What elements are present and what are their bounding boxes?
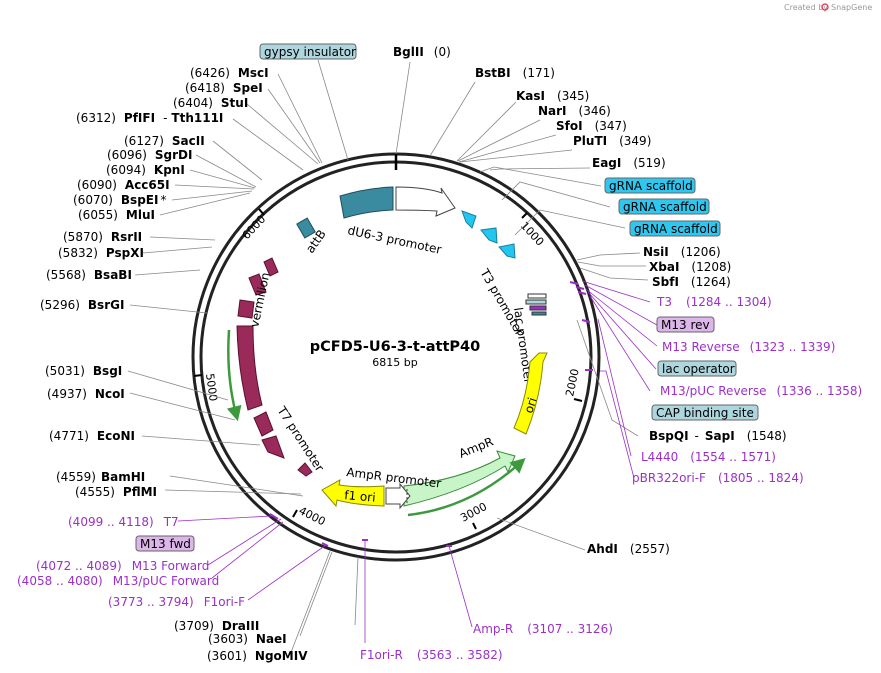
enzyme-label: (6404)StuI — [173, 96, 248, 110]
enzyme-label: BstBI(171) — [475, 66, 555, 80]
ampr-label: AmpR — [457, 434, 495, 460]
attb-block — [296, 217, 316, 239]
primer-label: (3773 .. 3794)F1ori-F — [108, 595, 245, 609]
primer-label: Amp-R(3107 .. 3126) — [473, 622, 613, 636]
primer-labels: T3(1284 .. 1304) M13 Reverse(1323 .. 133… — [17, 295, 862, 662]
grna-scaffold-arrow-2 — [480, 227, 498, 244]
enzyme-label: (6055)MluI — [78, 208, 155, 222]
m13-fwd-label: M13 fwd — [140, 537, 191, 551]
enzyme-label: (3603)NaeI — [208, 632, 287, 646]
enzyme-label: (6090)Acc65I — [77, 178, 170, 192]
enzyme-label: (4937)NcoI — [47, 387, 125, 401]
enzyme-label: (6127)SacII — [124, 134, 205, 148]
snapgene-credit: Created by SnapGene — [784, 3, 872, 12]
credit-prefix: Created by — [784, 3, 828, 12]
primer-label: M13/pUC Reverse(1336 .. 1358) — [660, 384, 862, 398]
enzyme-connectors — [127, 59, 649, 656]
enzyme-label: (5870)RsrII — [63, 230, 142, 244]
enzyme-label: NarI(346) — [538, 104, 611, 118]
du6-3-promoter-label: dU6-3 promoter — [346, 223, 442, 257]
grna-scaffold-arrow-1 — [461, 210, 477, 229]
tick-label-4000: 4000 — [297, 504, 328, 528]
primer-label: L4440(1554 .. 1571) — [641, 450, 776, 464]
ori-arrow — [513, 352, 548, 435]
tick-label-2000: 2000 — [563, 368, 582, 398]
snapgene-logo-icon — [821, 3, 829, 11]
enzyme-label: XbaI(1208) — [649, 260, 731, 274]
plasmid-size: 6815 bp — [372, 356, 417, 369]
enzyme-label: NsiI(1206) — [643, 245, 721, 259]
du6-3-promoter-arrow — [395, 186, 456, 217]
enzyme-label: (4771)EcoNI — [49, 429, 135, 443]
t7-promoter-mark — [297, 462, 313, 477]
enzyme-label: SfoI(347) — [556, 119, 627, 133]
enzyme-label: BamHI — [101, 470, 145, 484]
enzyme-label: BspQI-SapI(1548) — [649, 429, 787, 443]
enzyme-label: BglII(0) — [393, 45, 451, 59]
grna-scaffold-label-2: gRNA scaffold — [623, 200, 707, 214]
vermilion-block — [236, 325, 263, 411]
m13-rev-label: M13 rev — [661, 318, 710, 332]
enzyme-label: KasI(345) — [516, 89, 589, 103]
ampr-direction-line — [407, 457, 526, 517]
f1-ori-arrow — [321, 479, 385, 508]
grna-scaffold-arrow-3 — [498, 243, 516, 259]
enzyme-label: EagI(519) — [592, 156, 666, 170]
enzyme-label: (5568)BsaBI — [46, 268, 132, 282]
enzyme-label: (6312)PfIFI-Tth111I — [76, 111, 223, 125]
du6-3-promoter-block — [339, 186, 394, 219]
enzyme-label: (4555)PflMI — [75, 485, 157, 499]
t3-lac-promoter-blocks — [525, 293, 547, 316]
enzyme-label: (6096)SgrDI — [107, 148, 192, 162]
cap-binding-site-label: CAP binding site — [656, 406, 754, 420]
primer-label: (4072 .. 4089)M13 Forward — [36, 559, 209, 573]
enzyme-label: (5031)BsgI — [45, 364, 122, 378]
enzyme-label: (6418)SpeI — [185, 81, 263, 95]
boxed-feature-labels: gypsy insulator gRNA scaffold gRNA scaff… — [135, 43, 759, 552]
primer-label: pBR322ori-F(1805 .. 1824) — [632, 471, 804, 485]
tick-label-3000: 3000 — [458, 500, 489, 525]
primer-label: T3(1284 .. 1304) — [656, 295, 772, 309]
grna-scaffold-label-3: gRNA scaffold — [634, 222, 718, 236]
gypsy-insulator-label: gypsy insulator — [264, 45, 356, 59]
enzyme-pos: (4559) — [56, 470, 96, 484]
enzyme-label: (3709)DraIII — [174, 619, 259, 633]
primer-label: (4058 .. 4080)M13/pUC Forward — [17, 574, 219, 588]
grna-scaffold-label-1: gRNA scaffold — [609, 179, 693, 193]
t7-promoter-label: T7 promoter — [274, 403, 327, 474]
ampr-promoter-arrow — [385, 482, 411, 510]
primer-marks — [269, 281, 593, 547]
enzyme-label: (6094)KpnI — [106, 163, 185, 177]
primer-label: M13 Reverse(1323 .. 1339) — [662, 340, 835, 354]
enzyme-label: (3601)NgoMIV — [207, 649, 308, 663]
enzyme-label: (5296)BsrGI — [40, 298, 124, 312]
enzyme-label: AhdI(2557) — [587, 542, 670, 556]
lac-operator-label: lac operator — [662, 362, 735, 376]
enzyme-label: (6070)BspEI* — [73, 193, 166, 207]
enzyme-label: SbfI(1264) — [652, 275, 731, 289]
primer-label: (4099 .. 4118)T7 — [68, 515, 179, 529]
primer-label: F1ori-R(3563 .. 3582) — [360, 648, 503, 662]
credit-brand: SnapGene — [831, 3, 872, 12]
plasmid-name: pCFD5-U6-3-t-attP40 — [310, 339, 480, 355]
enzyme-label: PluTI(349) — [573, 134, 651, 148]
enzyme-label: (5832)PspXI — [58, 246, 144, 260]
tick-label-6000: 6000 — [240, 213, 269, 242]
f1-ori-label: f1 ori — [344, 488, 376, 505]
enzyme-label: (6426)MscI — [190, 66, 269, 80]
enzyme-labels: BglII(0) BstBI(171) KasI(345) NarI(346) … — [40, 45, 787, 663]
vermilion-direction-line — [226, 329, 242, 422]
primer-connectors — [177, 280, 658, 643]
tick-label-1000: 1000 — [518, 219, 547, 248]
ori-label: ori — [522, 396, 540, 415]
tick-label-5000: 5000 — [203, 373, 220, 403]
